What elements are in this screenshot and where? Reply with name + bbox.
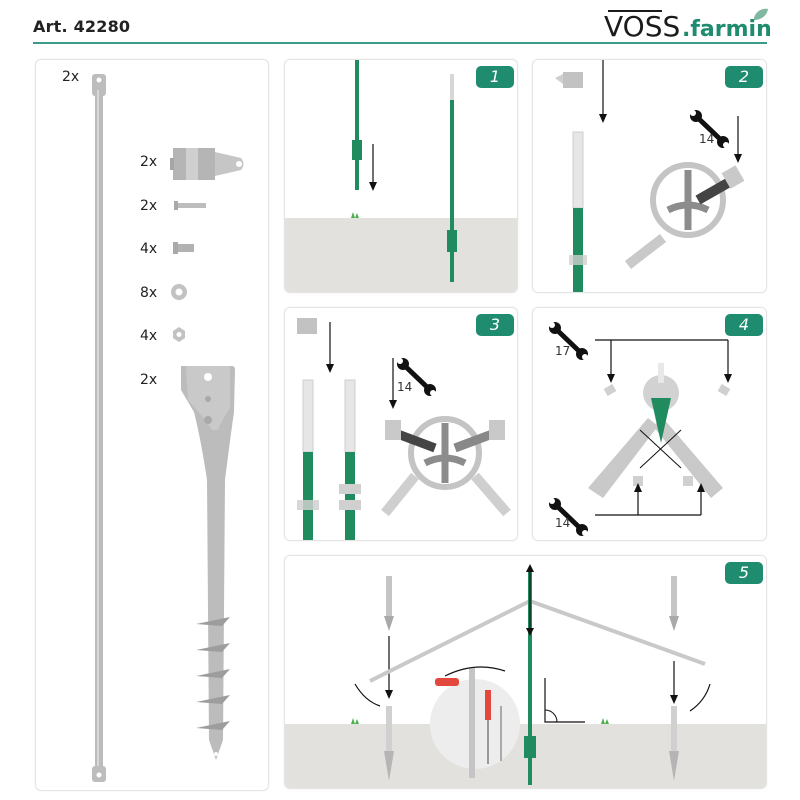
step-1-panel: 1	[284, 59, 518, 293]
part-qty: 2x	[140, 372, 158, 388]
part-qty: 2x	[62, 69, 80, 85]
pipe-clamp-icon	[297, 318, 317, 334]
down-arrow-icon	[607, 374, 615, 383]
curve-arrow-icon	[689, 683, 711, 712]
pipe-clamp-icon	[555, 72, 583, 88]
step-3-illustration	[297, 318, 511, 540]
step-4-panel: 17 14 4	[532, 307, 767, 541]
ground	[285, 218, 517, 292]
clamp-detail-icon	[381, 416, 511, 517]
connector-line	[595, 488, 702, 516]
grip-red	[435, 678, 459, 686]
detail-circle-icon	[430, 668, 520, 778]
t-post-right-icon	[339, 379, 361, 540]
down-arrow-icon	[599, 60, 607, 123]
pipe-clamp-icon	[170, 148, 244, 180]
wrench-size: 14	[699, 132, 715, 146]
t-post-left-icon	[297, 379, 319, 540]
part-qty: 8x	[140, 285, 158, 301]
down-arrow-icon	[369, 144, 377, 191]
down-arrow-icon	[734, 116, 742, 163]
voss-farming-logo: VOSS .farming	[604, 6, 770, 46]
step-number-badge: 3	[476, 314, 514, 336]
wrench-size-bottom: 14	[555, 516, 571, 530]
assembly-icon	[588, 363, 731, 498]
ground-screw-right-icon	[669, 576, 679, 631]
part-qty: 2x	[140, 154, 158, 170]
up-arrow-icon	[634, 483, 642, 492]
wrench-size: 14	[397, 380, 413, 394]
header: Art. 42280 VOSS .farming	[0, 0, 800, 48]
step-number-badge: 4	[725, 314, 763, 336]
long-bolt-icon	[174, 201, 206, 210]
wrench-top-icon	[549, 322, 588, 360]
grass-icon	[351, 718, 359, 724]
up-arrow-icon	[697, 483, 705, 492]
connector-line	[595, 339, 729, 380]
part-qty: 4x	[140, 241, 158, 257]
ground-screw-installed-left-icon	[384, 706, 394, 781]
step-5-panel: 5	[284, 555, 767, 789]
grass-icon	[351, 212, 359, 218]
washer-icon	[171, 284, 187, 300]
wrench-bottom-icon	[554, 503, 583, 531]
curve-arrow-icon	[354, 683, 381, 707]
step-number-badge: 2	[725, 66, 763, 88]
brace-rod-left	[369, 599, 531, 683]
t-post-installed-icon	[447, 74, 457, 282]
step-5-illustration	[285, 564, 766, 788]
t-post-icon	[352, 60, 362, 190]
step-2-illustration	[555, 60, 745, 292]
clamp-detail-icon	[624, 162, 745, 269]
hex-nut-icon	[173, 327, 185, 342]
step-3-panel: 14 3	[284, 307, 518, 541]
leaf-icon	[754, 8, 768, 20]
ground-screw-icon	[181, 366, 235, 760]
right-angle-icon	[544, 678, 585, 723]
part-qty: 4x	[140, 328, 158, 344]
logo-sub-text: .farming	[682, 17, 770, 42]
logo-main-text: VOSS	[604, 10, 680, 43]
ground-screw-left-icon	[384, 576, 394, 631]
step-number-badge: 5	[725, 562, 763, 584]
t-post-icon	[569, 131, 587, 292]
header-rule	[33, 42, 767, 44]
cross-arrows	[639, 429, 682, 469]
wrench-icon	[397, 358, 436, 396]
parts-panel: 2x 2x 2x 4x 8x 4x 2x	[35, 59, 269, 791]
brace-rod-right	[529, 599, 706, 666]
step-number-badge: 1	[476, 66, 514, 88]
article-number: Art. 42280	[33, 17, 131, 36]
part-qty: 2x	[140, 198, 158, 214]
wrench-icon	[690, 110, 729, 148]
grass-icon	[601, 718, 609, 724]
step-1-illustration	[285, 60, 517, 292]
down-arrow-icon	[326, 322, 334, 373]
step-4-illustration	[549, 322, 732, 536]
rotation-arrow-icon	[444, 666, 506, 677]
wrench-size-top: 17	[555, 344, 571, 358]
ground-screw-installed-right-icon	[669, 706, 679, 781]
t-post-icon	[524, 564, 536, 785]
down-arrow-icon	[389, 358, 397, 409]
down-arrow-icon	[724, 374, 732, 383]
parts-illustration	[92, 74, 244, 782]
step-2-panel: 14 2	[532, 59, 767, 293]
short-bolt-icon	[173, 242, 194, 254]
brace-rod-icon	[92, 74, 106, 782]
